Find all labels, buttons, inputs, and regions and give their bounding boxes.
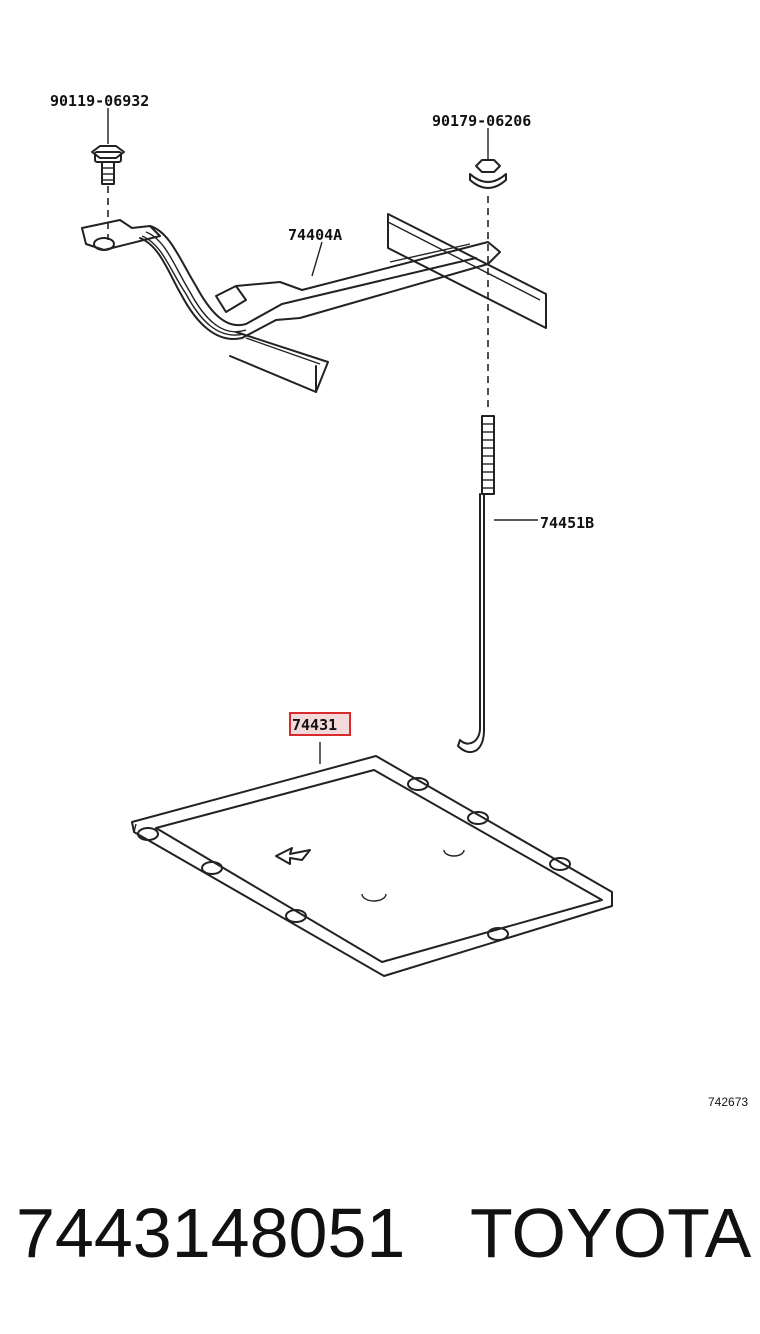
bolt-90119-06932 — [91, 108, 125, 240]
rod-74451b — [457, 415, 538, 754]
tray-highlight-box — [289, 712, 351, 736]
callout-rod-74451b[interactable]: 74451B — [540, 514, 594, 532]
diagram-reference-id: 742673 — [708, 1095, 748, 1109]
brand-name: TOYOTA — [470, 1194, 752, 1272]
tray-74431 — [131, 742, 613, 977]
callout-bolt-90119-06932[interactable]: 90119-06932 — [50, 92, 149, 110]
callout-clamp-74404a[interactable]: 74404A — [288, 226, 342, 244]
clamp-74404a — [81, 219, 501, 340]
body-panel — [229, 213, 547, 393]
footer: 7443148051 TOYOTA — [0, 1188, 760, 1278]
callout-tray-74431[interactable]: 74431 — [292, 716, 337, 734]
part-number: 7443148051 — [16, 1194, 406, 1272]
nut-90179-06206 — [469, 128, 507, 410]
callout-nut-90179-06206[interactable]: 90179-06206 — [432, 112, 531, 130]
